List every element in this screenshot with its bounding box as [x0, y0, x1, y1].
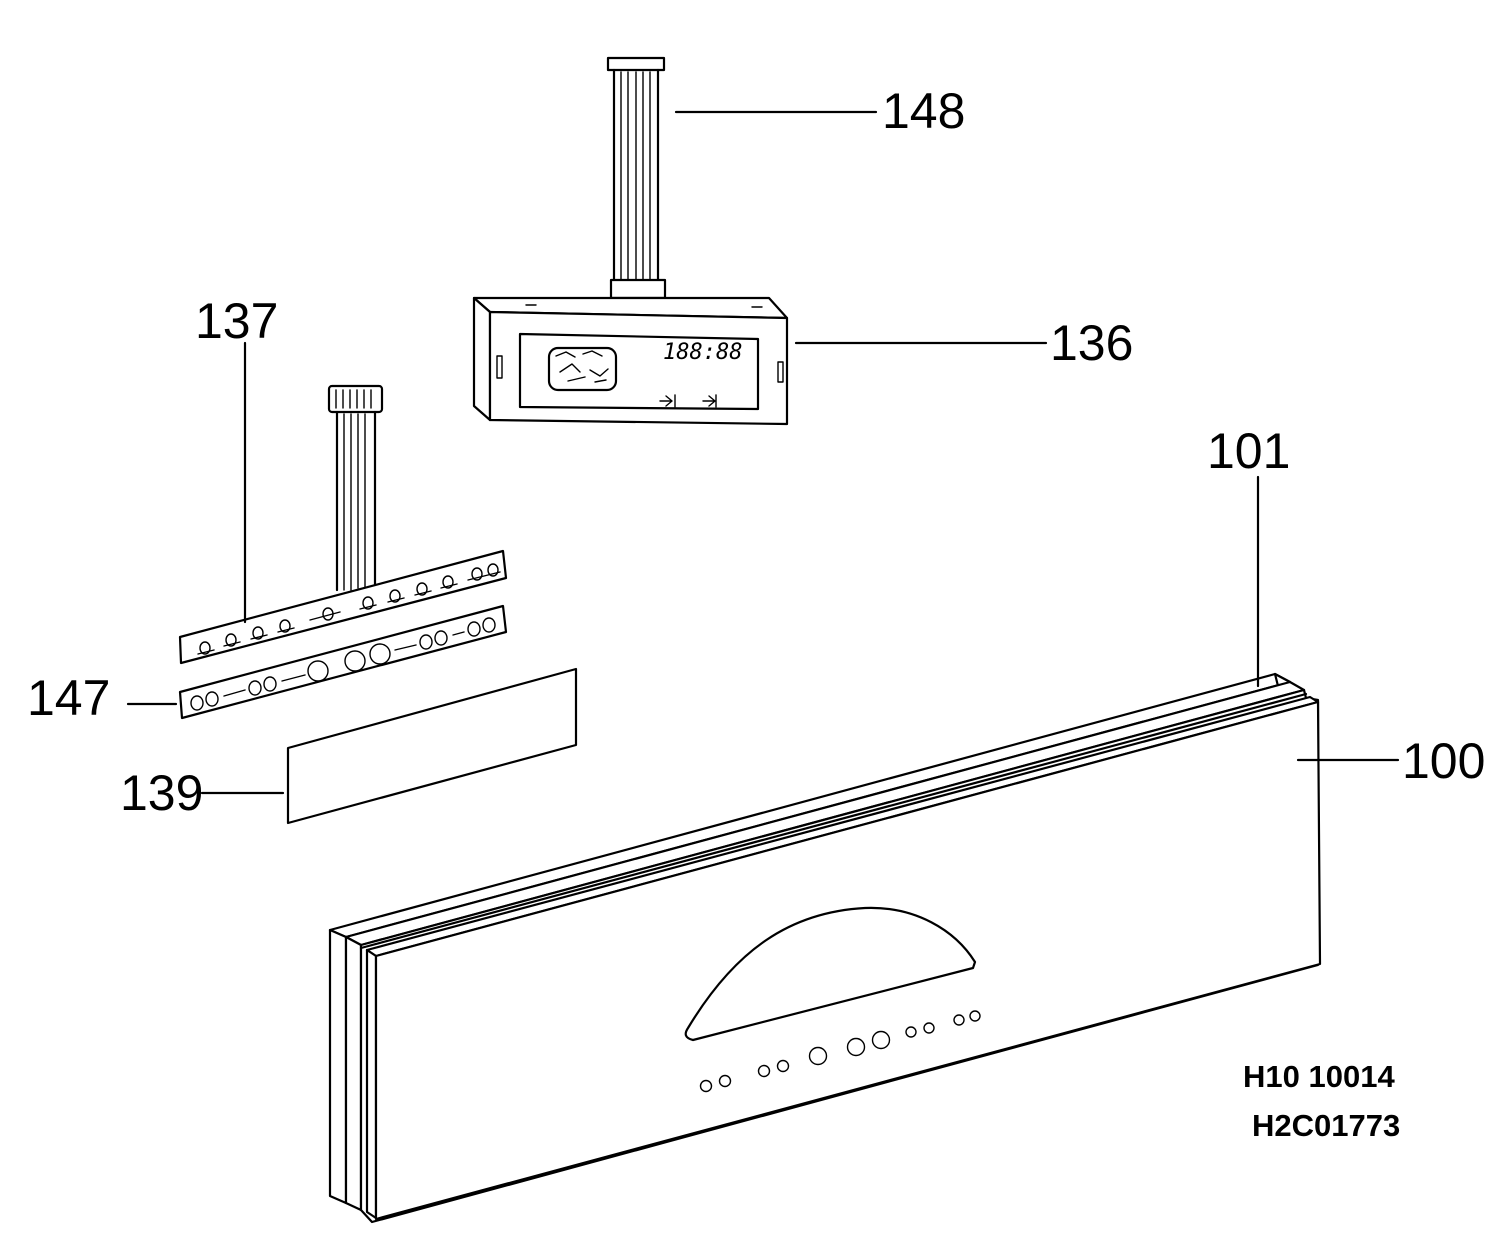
callout-137: 137	[195, 293, 278, 349]
switch-board-147	[178, 604, 508, 720]
switch-board-137	[178, 549, 508, 665]
callout-147: 147	[27, 670, 110, 726]
drawing-code-line1: H10 10014	[1243, 1059, 1395, 1094]
symbol-window	[547, 346, 618, 392]
film-panel-139	[286, 667, 578, 825]
display-arrow-icon	[659, 394, 717, 408]
front-panel-100	[344, 680, 1322, 1224]
callout-101: 101	[1207, 423, 1290, 479]
control-buttons	[699, 1010, 981, 1093]
display-module-136: 188:88	[472, 296, 789, 426]
display-time-readout: 188:88	[663, 340, 742, 365]
callout-100: 100	[1402, 733, 1485, 789]
leader-lines	[126, 110, 1400, 795]
callout-139: 139	[120, 765, 203, 821]
ribbon-cable-148	[606, 56, 667, 300]
ribbon-cable-137	[327, 384, 384, 592]
drawing-code-line2: H2C01773	[1252, 1108, 1400, 1143]
callout-136: 136	[1050, 315, 1133, 371]
callout-148: 148	[882, 83, 965, 139]
display-window	[684, 906, 977, 1042]
